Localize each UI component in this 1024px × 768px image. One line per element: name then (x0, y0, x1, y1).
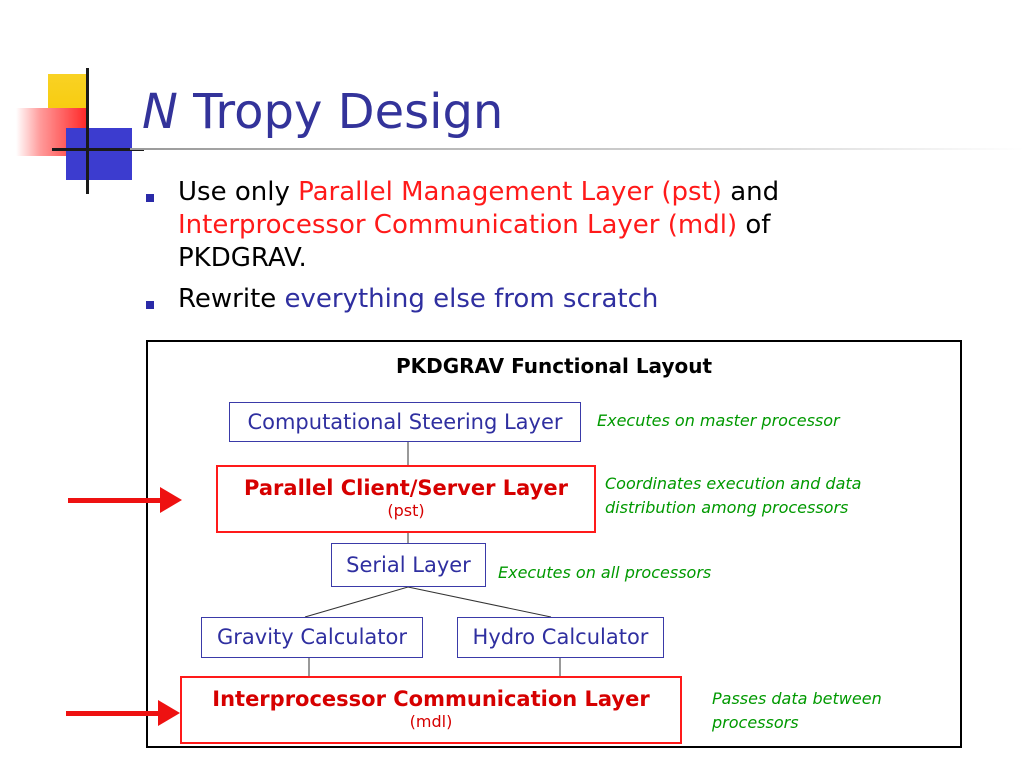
serial-layer-label: Serial Layer (346, 553, 471, 577)
bullet-1-line-1: Use only Parallel Management Layer (pst)… (178, 176, 779, 209)
parallel-client-server-sublabel: (pst) (387, 501, 425, 520)
parallel-client-server-label: Parallel Client/Server Layer (244, 476, 568, 500)
interprocessor-label: Interprocessor Communication Layer (212, 687, 650, 711)
note-passes-line-2: processors (712, 713, 799, 732)
arrow-to-pst-shaft (68, 498, 163, 503)
note-all-processors: Executes on all processors (498, 563, 712, 582)
note-coordinates-line-2: distribution among processors (605, 498, 849, 517)
slide-title-italic: N (142, 84, 178, 140)
bullet-1-highlight-pst: Parallel Management Layer (pst) (298, 177, 722, 207)
interprocessor-communication-layer-box: Interprocessor Communication Layer (mdl) (180, 676, 682, 744)
connector-serial-to-gravity (304, 586, 409, 618)
bullet-marker (146, 194, 154, 202)
computational-steering-layer-box: Computational Steering Layer (229, 402, 581, 442)
connector-serial-to-hydro (407, 586, 552, 618)
bullet-1-highlight-mdl: Interprocessor Communication Layer (mdl) (178, 210, 738, 240)
title-decoration-vertical-line (86, 68, 89, 194)
hydro-calculator-label: Hydro Calculator (472, 625, 649, 649)
interprocessor-sublabel: (mdl) (409, 712, 453, 731)
bullet-2-highlight: everything else from scratch (284, 284, 659, 314)
slide-title-rest: Tropy Design (177, 84, 504, 140)
bullet-2-text: Rewrite (178, 284, 285, 314)
title-decoration-horizontal-line (52, 148, 144, 151)
note-master-processor: Executes on master processor (597, 411, 840, 430)
bullet-1-line-3: PKDGRAV. (178, 242, 307, 275)
arrow-to-mdl-shaft (66, 711, 161, 716)
bullet-2-line-1: Rewrite everything else from scratch (178, 283, 658, 316)
note-passes-line-1: Passes data between (712, 689, 882, 708)
computational-steering-label: Computational Steering Layer (247, 410, 563, 434)
diagram-title: PKDGRAV Functional Layout (395, 354, 713, 378)
title-underline-rule (130, 148, 1024, 150)
serial-layer-box: Serial Layer (331, 543, 486, 587)
bullet-1-text: of (737, 210, 771, 240)
slide-title: N Tropy Design (142, 84, 503, 140)
parallel-client-server-layer-box: Parallel Client/Server Layer (pst) (216, 465, 596, 533)
bullet-1-text: Use only (178, 177, 299, 207)
hydro-calculator-box: Hydro Calculator (457, 617, 664, 658)
bullet-1-line-2: Interprocessor Communication Layer (mdl)… (178, 209, 770, 242)
gravity-calculator-box: Gravity Calculator (201, 617, 423, 658)
arrow-to-mdl-head (158, 700, 180, 726)
arrow-to-pst-head (160, 487, 182, 513)
bullet-1-text: PKDGRAV. (178, 243, 307, 273)
note-coordinates-line-1: Coordinates execution and data (605, 474, 862, 493)
title-decoration-blue-square (66, 128, 132, 180)
bullet-marker (146, 301, 154, 309)
bullet-1-text: and (721, 177, 780, 207)
gravity-calculator-label: Gravity Calculator (216, 625, 407, 649)
